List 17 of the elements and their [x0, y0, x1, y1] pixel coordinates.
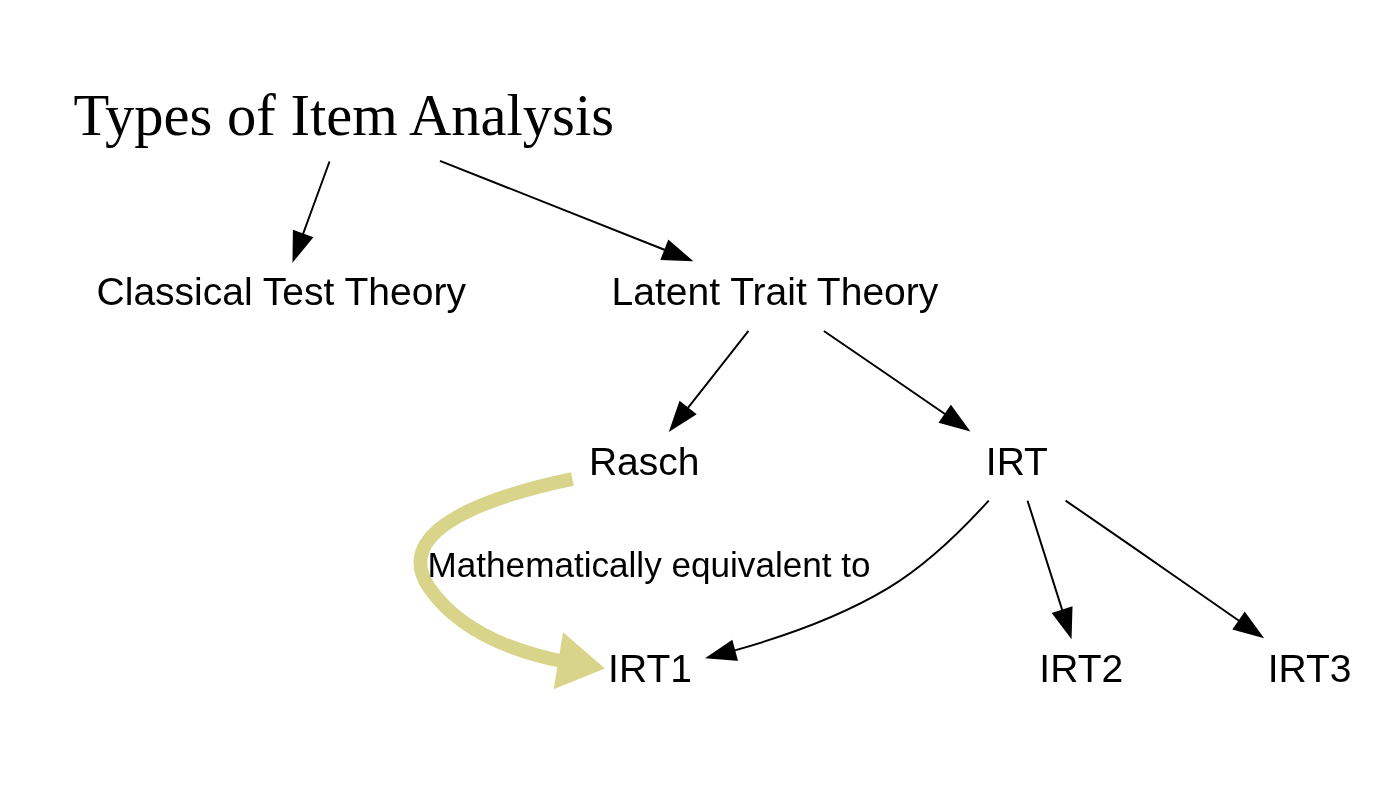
- arrow: [704, 499, 990, 661]
- arrow: [822, 330, 971, 432]
- node-text: Latent Trait Theory: [611, 270, 939, 314]
- node-text: Rasch: [588, 439, 700, 483]
- node-text: Types of Item Analysis: [73, 83, 614, 149]
- node-text: IRT: [985, 439, 1048, 483]
- arrow: [413, 472, 605, 690]
- arrow: [1026, 499, 1073, 640]
- edge-label: Mathematically equivalent to: [427, 545, 871, 585]
- node-text: IRT3: [1267, 646, 1352, 690]
- arrow: [438, 159, 694, 262]
- arrow: [668, 330, 750, 433]
- arrow: [292, 160, 331, 263]
- arrow: [1064, 499, 1265, 639]
- node-text: IRT1: [608, 646, 692, 690]
- node-text: Classical Test Theory: [96, 270, 466, 314]
- node-text: IRT2: [1039, 646, 1124, 690]
